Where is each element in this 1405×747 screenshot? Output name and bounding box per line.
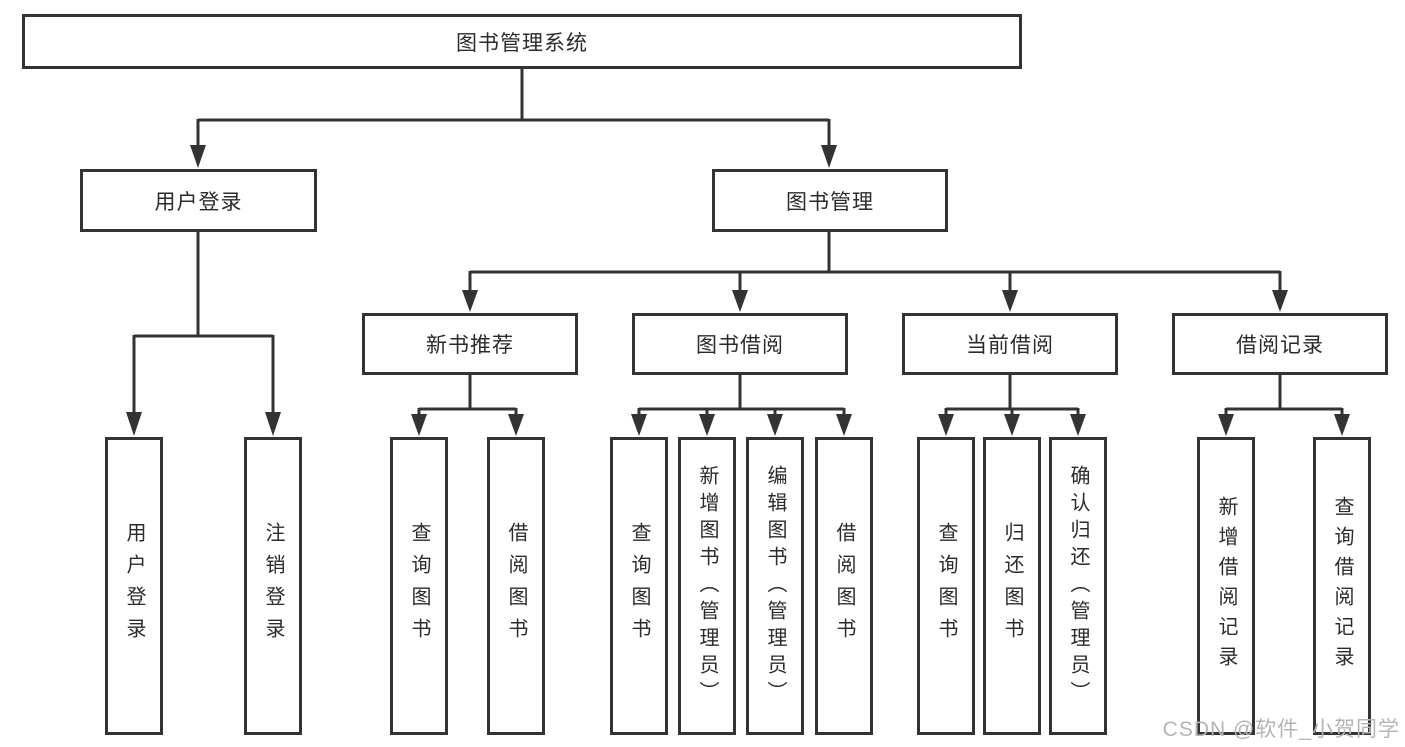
node-label: 图书管理系统 (456, 31, 588, 55)
node-label: 借阅图书 (833, 522, 855, 650)
leaf-query-books-current: 查询图书 (917, 437, 975, 735)
arrowhead (1002, 290, 1018, 312)
leaf-borrow-books-recommend: 借阅图书 (487, 437, 545, 735)
arrowhead (938, 414, 954, 436)
leaf-edit-books-admin: 编辑图书（管理员） (746, 437, 804, 735)
connector-current-borrow-group (938, 375, 1086, 436)
arrowhead (699, 414, 715, 436)
arrowhead (767, 414, 783, 436)
arrowhead (821, 145, 837, 168)
node-label: 图书借阅 (696, 334, 784, 357)
node-label: 查询借阅记录 (1331, 496, 1353, 676)
node-new-book-recommendation: 新书推荐 (362, 313, 578, 375)
arrowhead (1004, 414, 1020, 436)
node-label: 注销登录 (262, 522, 284, 650)
leaf-confirm-return-admin: 确认归还（管理员） (1049, 437, 1107, 735)
leaf-borrow-books-borrowing: 借阅图书 (815, 437, 873, 735)
node-label: 编辑图书（管理员） (764, 464, 786, 708)
arrowhead (126, 412, 142, 436)
node-label: 用户登录 (123, 522, 145, 650)
arrowhead (1272, 290, 1288, 312)
leaf-add-borrow-record: 新增借阅记录 (1197, 437, 1255, 735)
connector-book-management-group (462, 232, 1288, 312)
arrowhead (1334, 414, 1350, 436)
node-label: 新增借阅记录 (1215, 496, 1237, 676)
leaf-query-borrow-record: 查询借阅记录 (1313, 437, 1371, 735)
node-label: 当前借阅 (966, 334, 1054, 357)
leaf-query-books-borrowing: 查询图书 (610, 437, 668, 735)
leaf-return-books: 归还图书 (983, 437, 1041, 735)
node-book-management: 图书管理 (712, 169, 948, 232)
connector-new-book-group (411, 375, 524, 436)
arrowhead (190, 145, 206, 168)
node-label: 确认归还（管理员） (1067, 464, 1089, 708)
node-label: 新书推荐 (426, 334, 514, 357)
leaf-query-books-recommend: 查询图书 (390, 437, 448, 735)
arrowhead (732, 290, 748, 312)
node-label: 新增图书（管理员） (696, 464, 718, 708)
node-current-borrowing: 当前借阅 (902, 313, 1118, 375)
arrowhead (411, 414, 427, 436)
leaf-logout-login: 注销登录 (244, 437, 302, 735)
node-label: 用户登录 (154, 190, 243, 214)
node-user-login: 用户登录 (80, 169, 317, 232)
arrowhead (462, 290, 478, 312)
node-label: 归还图书 (1001, 522, 1023, 650)
connector-user-login-group (126, 232, 281, 436)
arrowhead (631, 414, 647, 436)
connector-borrow-record-group (1218, 375, 1350, 436)
node-label: 查询图书 (408, 522, 430, 650)
node-label: 图书管理 (786, 190, 874, 214)
connector-root-to-level2 (190, 69, 837, 168)
arrowhead (508, 414, 524, 436)
node-label: 借阅图书 (505, 522, 527, 650)
node-root: 图书管理系统 (22, 14, 1022, 69)
arrowhead (836, 414, 852, 436)
node-borrowing-records: 借阅记录 (1172, 313, 1388, 375)
watermark: CSDN @软件_小贺同学 (1162, 718, 1400, 741)
node-label: 查询图书 (935, 522, 957, 650)
node-book-borrowing: 图书借阅 (632, 313, 848, 375)
leaf-user-login: 用户登录 (105, 437, 163, 735)
leaf-add-books-admin: 新增图书（管理员） (678, 437, 736, 735)
arrowhead (1070, 414, 1086, 436)
arrowhead (1218, 414, 1234, 436)
arrowhead (265, 412, 281, 436)
node-label: 借阅记录 (1236, 334, 1324, 357)
node-label: 查询图书 (628, 522, 650, 650)
connector-book-borrow-group (631, 375, 852, 436)
